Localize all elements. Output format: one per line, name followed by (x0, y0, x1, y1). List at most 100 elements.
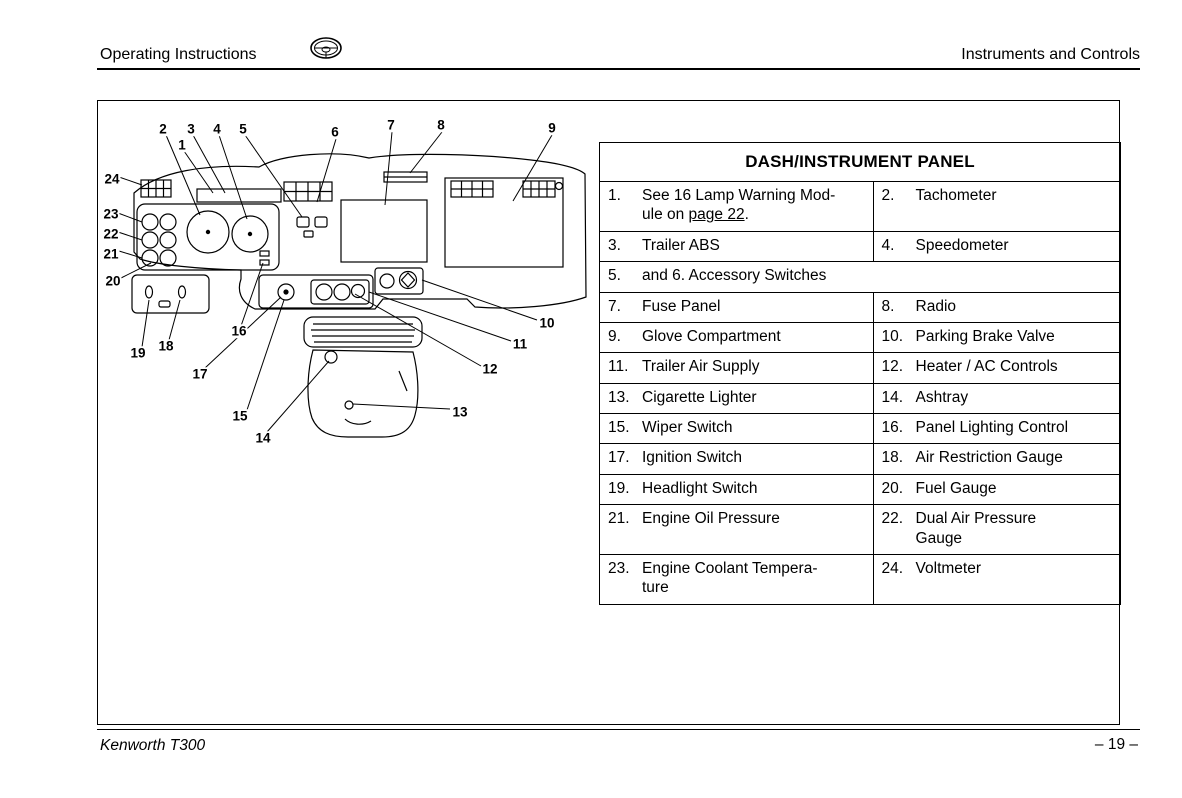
item-text: . (744, 206, 749, 224)
item-number: 12. (881, 358, 904, 376)
tachometer-gauge (186, 210, 230, 254)
callout-3: 3 (186, 121, 196, 137)
dashboard-diagram: 1 2 3 4 5 6 7 8 9 10 11 12 13 14 15 16 1… (98, 101, 621, 473)
item-text: Trailer Air Supply (642, 358, 760, 376)
item-number: 9. (608, 327, 621, 345)
table-row: 1.See 16 Lamp Warning Mod- ule on page 2… (599, 181, 1122, 232)
header-left-title: Operating Instructions (100, 46, 257, 63)
item-text: Voltmeter (915, 559, 981, 577)
table-cell-item-14: 14.Ashtray (872, 382, 1122, 415)
item-number: 13. (608, 388, 630, 406)
table-cell-item-12: 12. Heater / AC Controls (872, 352, 1122, 384)
item-text: and 6. Accessory Switches (642, 267, 827, 285)
table-cell-item-4: 4.Speedometer (872, 230, 1122, 263)
dashboard-line-art (117, 131, 587, 438)
item-number: 5. (608, 267, 621, 285)
table-title: DASH/INSTRUMENT PANEL (599, 142, 1121, 182)
table-row: 17. Ignition Switch 18. Air Restriction Ga… (599, 443, 1122, 475)
callout-22: 22 (102, 226, 120, 242)
item-number: 7. (608, 297, 621, 315)
item-text: Ignition Switch (642, 449, 742, 467)
dash-outline (133, 153, 587, 310)
item-number: 23. (608, 559, 630, 577)
item-text: Dual Air Pressure (915, 510, 1037, 528)
item-number: 21. (608, 510, 630, 528)
table-row: 21. Engine Oil Pressure 22. Dual Air Press… (599, 504, 1122, 555)
page-22-link[interactable]: page 22 (688, 206, 745, 224)
content-box: 1 2 3 4 5 6 7 8 9 10 11 12 13 14 15 16 1… (97, 100, 1122, 725)
item-text: Radio (915, 297, 957, 315)
callout-1: 1 (177, 137, 187, 153)
lower-control-panel (258, 274, 374, 309)
table-cell-item-23: 23.Engine Coolant Tempera-ture (599, 553, 874, 605)
item-number: 18. (881, 449, 904, 467)
callout-7: 7 (386, 117, 396, 133)
table-row: 7.Fuse Panel 8.Radio (599, 291, 1122, 323)
table-row: 19. Headlight Switch 20. Fuel Gauge (599, 473, 1122, 506)
callout-18: 18 (157, 338, 175, 354)
item-text: Tachometer (915, 187, 997, 204)
callout-9: 9 (547, 120, 557, 136)
trailer-air-supply-knob (379, 273, 395, 289)
item-number: 19. (608, 479, 630, 497)
table-row: 5. and 6. Accessory Switches (599, 261, 1121, 293)
item-number: 17. (608, 449, 630, 467)
accessory-switches (283, 181, 333, 238)
item-text: Fuel Gauge (915, 479, 997, 497)
ashtray (324, 350, 338, 364)
item-text: Heater / AC Controls (915, 358, 1058, 376)
table-cell-item-24: 24.Voltmeter (872, 553, 1122, 605)
table-row: 13. Cigarette Lighter 14.Ashtray (599, 382, 1122, 415)
table-cell-item-13: 13. Cigarette Lighter (599, 382, 874, 415)
table-cell-item-11: 11. Trailer Air Supply (599, 352, 874, 384)
item-number: 20. (881, 479, 904, 497)
item-text: Engine Oil Pressure (642, 510, 780, 528)
table-cell-item-17: 17. Ignition Switch (599, 443, 874, 475)
item-text: See 16 Lamp Warning Mod- (642, 187, 836, 204)
callout-20: 20 (104, 273, 122, 289)
dash-instrument-panel-table: DASH/INSTRUMENT PANEL 1. See 16 Lamp Warn… (599, 142, 1122, 605)
table-cell-item-7: 7. Fuse Panel (599, 291, 874, 323)
callout-19: 19 (129, 345, 147, 361)
callout-10: 10 (538, 315, 556, 331)
callout-4: 4 (212, 121, 222, 137)
headlight-switch-panel (131, 274, 210, 314)
ignition-switch (277, 283, 295, 301)
warning-module (196, 188, 282, 203)
item-text: Gauge (915, 529, 963, 547)
item-text: Fuse Panel (642, 297, 721, 315)
callout-2: 2 (158, 121, 168, 137)
table-row: 23.Engine Coolant Tempera-ture 24.Voltme… (599, 553, 1122, 605)
item-text: Air Restriction Gauge (915, 449, 1063, 467)
glove-compartment (444, 177, 564, 268)
item-number: 11. (608, 358, 629, 376)
table-cell-item-21: 21. Engine Oil Pressure (599, 504, 874, 555)
callout-12: 12 (481, 361, 499, 377)
item-number: 10. (881, 327, 904, 345)
item-number: 22. (881, 510, 904, 528)
table-cell-item-1: 1.See 16 Lamp Warning Mod- ule on page 2… (599, 181, 874, 232)
header-right-title: Instruments and Controls (961, 46, 1140, 63)
vent-panel (303, 316, 423, 348)
table-row: 11. Trailer Air Supply 12. Heater / AC Con… (599, 352, 1122, 384)
steering-column (307, 349, 419, 438)
callout-16: 16 (230, 323, 248, 339)
item-text: Cigarette Lighter (642, 388, 757, 406)
item-text: Engine Coolant Tempera- (642, 559, 818, 577)
radio (383, 171, 428, 183)
table-cell-item-20: 20. Fuel Gauge (872, 473, 1122, 506)
callout-14: 14 (254, 430, 272, 446)
item-text: Parking Brake Valve (915, 327, 1055, 345)
item-text: Speedometer (915, 236, 1009, 254)
callout-11: 11 (511, 336, 529, 352)
callout-leader-lines (117, 131, 553, 433)
parking-brake-valve (374, 267, 424, 295)
table-row: 9.Glove Compartment 10.Parking Brake Val… (599, 321, 1122, 354)
item-text: Trailer ABS (642, 236, 720, 254)
callout-21: 21 (102, 246, 120, 262)
item-number: 1. (608, 187, 621, 204)
gauge-cluster (136, 203, 280, 271)
item-text: Headlight Switch (642, 479, 758, 497)
